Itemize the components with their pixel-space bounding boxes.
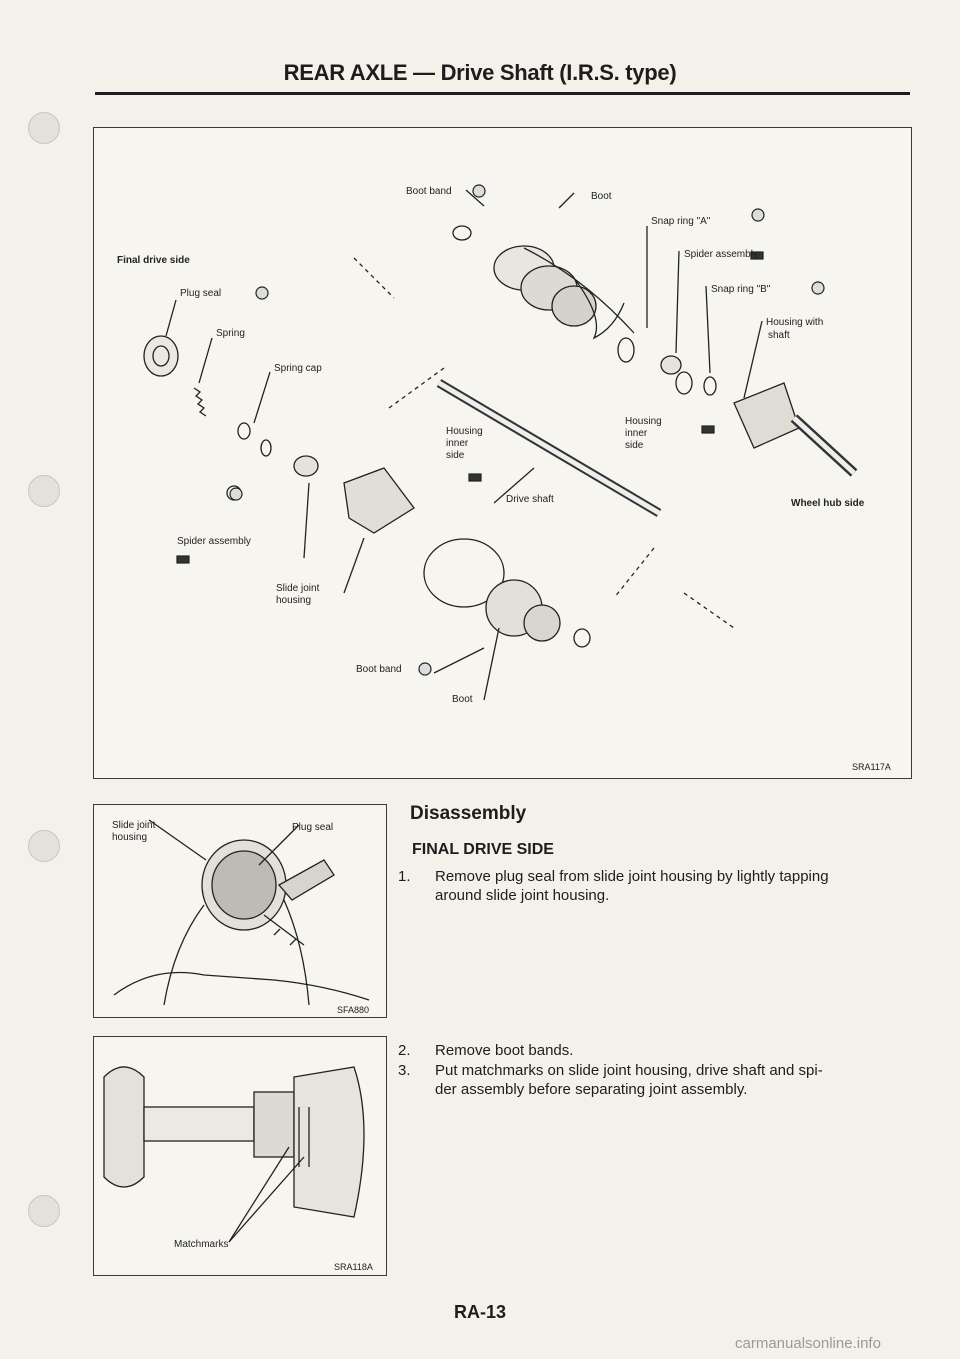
label-slide-joint-housing: Slide joint	[276, 583, 320, 594]
exploded-view-drawing: Final drive side Boot band Boot Snap rin…	[117, 184, 865, 705]
step-text-line: der assembly before separating joint ass…	[435, 1081, 748, 1098]
label-matchmarks: Matchmarks	[174, 1239, 228, 1250]
step-text-line: Remove boot bands.	[435, 1042, 574, 1059]
label-housing-inner-side: Housing	[446, 426, 483, 437]
binder-hole	[28, 475, 60, 507]
step-number: 1.	[398, 868, 411, 885]
page-number: RA-13	[453, 1302, 506, 1322]
label-snap-ring-b: Snap ring "B"	[711, 284, 771, 295]
label-plug-seal: Plug seal	[180, 288, 221, 299]
label-boot-bottom: Boot	[452, 694, 473, 705]
binder-hole	[28, 830, 60, 862]
step-number: 2.	[398, 1042, 411, 1059]
binder-hole	[28, 112, 60, 144]
step-text-line: Remove plug seal from slide joint housin…	[435, 868, 829, 885]
label-final-drive-side: Final drive side	[117, 255, 190, 266]
step-number: 3.	[398, 1062, 411, 1079]
plug-seal-removal-drawing: Slide joint housing Plug seal	[112, 819, 370, 1006]
label-wheel-hub-side: Wheel hub side	[791, 498, 865, 509]
label-housing-with-shaft: Housing with	[766, 317, 823, 328]
label-boot-top: Boot	[591, 191, 612, 202]
label-slide-joint-housing: housing	[112, 832, 147, 843]
label-spring: Spring	[216, 328, 245, 339]
matchmarks-drawing: Matchmarks	[103, 1066, 365, 1250]
exploded-view-figure: Final drive side Boot band Boot Snap rin…	[93, 127, 912, 779]
step-text-line: around slide joint housing.	[435, 887, 610, 904]
step-text: Put matchmarks on slide joint housing, d…	[435, 1061, 915, 1099]
step-text: Remove plug seal from slide joint housin…	[435, 867, 915, 905]
label-slide-joint-housing: Slide joint	[112, 820, 156, 831]
binder-hole	[28, 1195, 60, 1227]
figure-code: SRA118A	[334, 1262, 373, 1272]
subheading: FINAL DRIVE SIDE	[412, 841, 554, 858]
label-housing-inner-side-right: Housing	[625, 416, 662, 427]
label-housing-with-shaft: shaft	[768, 330, 790, 341]
watermark: carmanualsonline.info	[735, 1335, 881, 1352]
label-slide-joint-housing: housing	[276, 595, 311, 606]
label-housing-inner-side-right: inner	[625, 428, 648, 439]
title-rule	[95, 92, 910, 95]
label-drive-shaft: Drive shaft	[506, 494, 554, 505]
label-snap-ring-a: Snap ring "A"	[651, 216, 711, 227]
step-text-line: Put matchmarks on slide joint housing, d…	[435, 1062, 823, 1079]
plug-seal-removal-figure: Slide joint housing Plug seal SFA880	[93, 804, 387, 1018]
page-title: REAR AXLE — Drive Shaft (I.R.S. type)	[283, 60, 677, 85]
label-housing-inner-side: inner	[446, 438, 469, 449]
label-spring-cap: Spring cap	[274, 363, 322, 374]
label-plug-seal: Plug seal	[292, 822, 333, 833]
label-housing-inner-side: side	[446, 450, 465, 461]
figure-code: SRA117A	[852, 762, 891, 772]
label-boot-band-bottom: Boot band	[356, 664, 402, 675]
label-spider-assembly-right: Spider assembly	[684, 249, 758, 260]
label-boot-band-top: Boot band	[406, 186, 452, 197]
section-heading: Disassembly	[410, 803, 527, 824]
matchmarks-figure: Matchmarks SRA118A	[93, 1036, 387, 1276]
label-spider-assembly-left: Spider assembly	[177, 536, 251, 547]
label-housing-inner-side-right: side	[625, 440, 644, 451]
figure-code: SFA880	[337, 1005, 370, 1015]
step-text: Remove boot bands.	[435, 1041, 915, 1060]
